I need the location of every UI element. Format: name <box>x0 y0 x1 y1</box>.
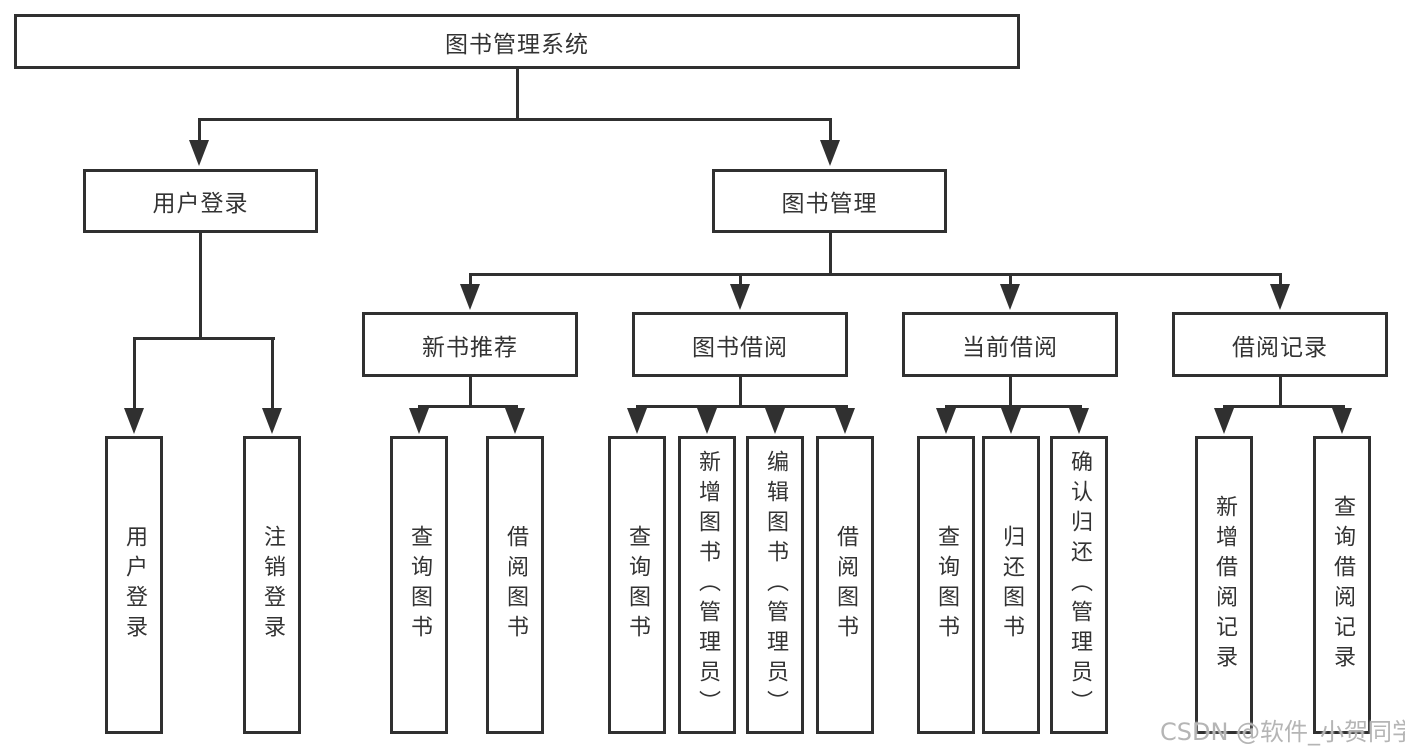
arrow-down-icon <box>1332 408 1352 434</box>
connector-line <box>1009 273 1012 287</box>
arrow-down-icon <box>505 408 525 434</box>
connector-line <box>198 118 201 144</box>
node-label: 用户登录 <box>122 525 147 645</box>
node-label: 查询图书 <box>625 525 650 645</box>
arrow-down-icon <box>262 408 282 434</box>
connector-line <box>516 69 519 121</box>
connector-line <box>198 118 832 121</box>
node-book-borrowing: 图书借阅 <box>632 312 848 377</box>
node-user-login: 用户登录 <box>83 169 318 233</box>
connector-line <box>1279 273 1282 287</box>
arrow-down-icon <box>1214 408 1234 434</box>
node-label: 注销登录 <box>260 525 285 645</box>
node-query-books-recommend: 查询图书 <box>390 436 448 734</box>
node-edit-books-admin: 编辑图书（管理员） <box>746 436 804 734</box>
arrow-down-icon <box>409 408 429 434</box>
node-label: 当前借阅 <box>962 334 1058 361</box>
connector-line <box>199 233 202 340</box>
node-logout: 注销登录 <box>243 436 301 734</box>
connector-line <box>469 377 472 408</box>
node-add-borrow-record: 新增借阅记录 <box>1195 436 1253 734</box>
node-library-management-system: 图书管理系统 <box>14 14 1020 69</box>
arrow-down-icon <box>1069 408 1089 434</box>
node-current-borrowing: 当前借阅 <box>902 312 1118 377</box>
node-add-books-admin: 新增图书（管理员） <box>678 436 736 734</box>
node-query-borrow-record: 查询借阅记录 <box>1313 436 1371 734</box>
node-label: 新增图书（管理员） <box>695 450 720 720</box>
arrow-down-icon <box>124 408 144 434</box>
connector-line <box>1223 405 1345 408</box>
node-query-books-current: 查询图书 <box>917 436 975 734</box>
connector-line <box>636 405 848 408</box>
node-return-books: 归还图书 <box>982 436 1040 734</box>
node-label: 图书管理 <box>781 191 878 217</box>
connector-line <box>739 377 742 408</box>
arrow-down-icon <box>1270 284 1290 310</box>
connector-line <box>945 405 1082 408</box>
node-label: 确认归还（管理员） <box>1067 450 1092 720</box>
node-label: 编辑图书（管理员） <box>763 450 788 720</box>
connector-line <box>133 337 275 340</box>
node-label: 新增借阅记录 <box>1212 495 1237 675</box>
connector-line <box>1009 377 1012 408</box>
connector-line <box>469 273 1282 276</box>
node-borrow-books: 借阅图书 <box>816 436 874 734</box>
arrow-down-icon <box>936 408 956 434</box>
connector-line <box>469 273 472 287</box>
node-label: 查询图书 <box>407 525 432 645</box>
node-label: 图书管理系统 <box>445 31 589 58</box>
connector-line <box>829 233 832 276</box>
connector-line <box>1279 377 1282 408</box>
csdn-watermark: CSDN @软件_小贺同学 <box>1160 718 1405 746</box>
connector-line <box>271 337 274 412</box>
arrow-down-icon <box>460 284 480 310</box>
arrow-down-icon <box>1001 408 1021 434</box>
connector-line <box>739 273 742 287</box>
connector-line <box>133 337 136 412</box>
arrow-down-icon <box>820 140 840 166</box>
node-label: 图书借阅 <box>692 334 788 361</box>
node-book-management: 图书管理 <box>712 169 947 233</box>
node-borrow-records: 借阅记录 <box>1172 312 1388 377</box>
arrow-down-icon <box>1000 284 1020 310</box>
node-user-login-leaf: 用户登录 <box>105 436 163 734</box>
node-label: 借阅记录 <box>1232 334 1328 361</box>
arrow-down-icon <box>835 408 855 434</box>
connector-line <box>418 405 518 408</box>
node-label: 借阅图书 <box>833 525 858 645</box>
arrow-down-icon <box>189 140 209 166</box>
node-query-books-borrowing: 查询图书 <box>608 436 666 734</box>
node-new-book-recommendation: 新书推荐 <box>362 312 578 377</box>
node-label: 查询借阅记录 <box>1330 495 1355 675</box>
arrow-down-icon <box>765 408 785 434</box>
node-label: 归还图书 <box>999 525 1024 645</box>
node-label: 新书推荐 <box>422 334 518 361</box>
node-borrow-books-recommend: 借阅图书 <box>486 436 544 734</box>
node-label: 借阅图书 <box>503 525 528 645</box>
node-label: 用户登录 <box>152 191 249 217</box>
arrow-down-icon <box>627 408 647 434</box>
node-confirm-return-admin: 确认归还（管理员） <box>1050 436 1108 734</box>
node-label: 查询图书 <box>934 525 959 645</box>
connector-line <box>829 118 832 144</box>
arrow-down-icon <box>730 284 750 310</box>
arrow-down-icon <box>697 408 717 434</box>
